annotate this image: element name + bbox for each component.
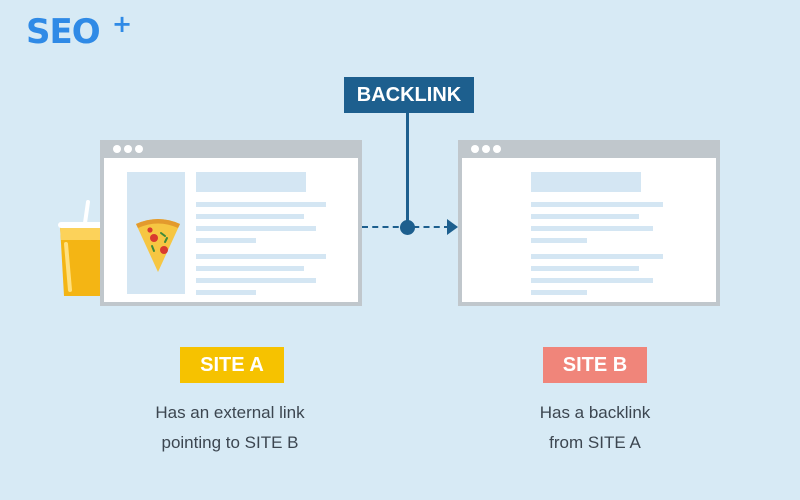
window-dot <box>493 145 501 153</box>
site-a-badge: SITE A <box>180 347 284 383</box>
connector-stem <box>406 113 409 227</box>
site-b-page <box>462 158 716 302</box>
window-dot <box>124 145 132 153</box>
window-dot <box>135 145 143 153</box>
window-dot <box>482 145 490 153</box>
pizza-icon <box>136 219 180 272</box>
site-a-description-line: Has an external link <box>155 403 305 422</box>
text-line-placeholder <box>531 254 663 259</box>
text-line-placeholder <box>196 226 316 231</box>
text-line-placeholder <box>196 254 326 259</box>
link-node <box>400 220 415 235</box>
site-a-page <box>104 158 358 302</box>
site-b-badge: SITE B <box>543 347 647 383</box>
backlink-label: BACKLINK <box>344 77 474 113</box>
logo-plus: + <box>112 10 133 38</box>
juice-cup-icon <box>58 200 110 296</box>
text-line-placeholder <box>196 290 256 295</box>
site-a-window-titlebar <box>104 140 358 158</box>
site-b-description-line: Has a backlink <box>539 403 651 422</box>
text-line-placeholder <box>531 226 653 231</box>
window-dot <box>471 145 479 153</box>
site-a-description: Has an external link pointing to SITE B <box>110 398 350 458</box>
text-line-placeholder <box>531 214 639 219</box>
text-line-placeholder <box>196 266 304 271</box>
text-line-placeholder <box>531 202 663 207</box>
site-b-description-line: from SITE A <box>549 433 641 452</box>
logo: SEO <box>26 12 101 52</box>
site-b-description: Has a backlink from SITE A <box>475 398 715 458</box>
text-line-placeholder <box>196 214 304 219</box>
text-line-placeholder <box>196 278 316 283</box>
text-line-placeholder <box>531 290 587 295</box>
text-line-placeholder <box>531 278 653 283</box>
text-line-placeholder <box>531 238 587 243</box>
window-dot <box>113 145 121 153</box>
arrow-right-icon <box>447 219 458 235</box>
text-line-placeholder <box>196 238 256 243</box>
heading-placeholder <box>531 172 641 192</box>
text-line-placeholder <box>531 266 639 271</box>
site-a-description-line: pointing to SITE B <box>161 433 299 452</box>
site-b-window-titlebar <box>462 140 716 158</box>
heading-placeholder <box>196 172 306 192</box>
text-line-placeholder <box>196 202 326 207</box>
site-b-window <box>458 140 720 306</box>
site-a-window <box>100 140 362 306</box>
